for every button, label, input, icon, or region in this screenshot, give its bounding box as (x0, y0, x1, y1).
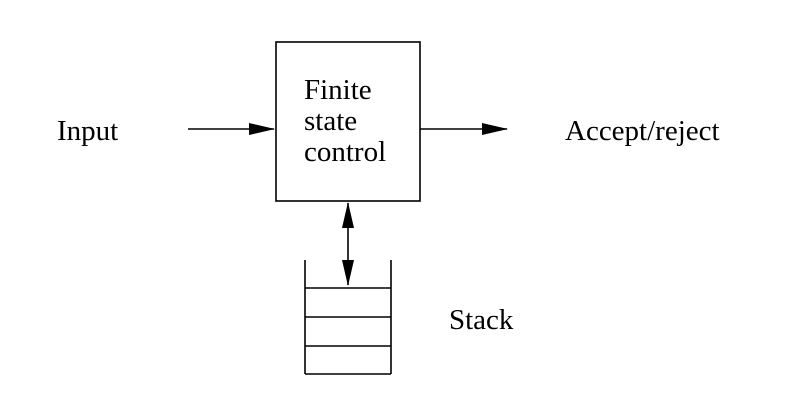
stack-label: Stack (449, 304, 514, 336)
accept-reject-label: Accept/reject (565, 115, 720, 147)
control-label-line: Finite (304, 74, 372, 106)
finite-state-control-box (275, 41, 421, 202)
control-label-line: control (304, 136, 387, 168)
stack (304, 260, 392, 375)
control-label-line: state (304, 105, 358, 137)
input-label: Input (57, 115, 119, 147)
finite-state-control-label: Finite state control (304, 75, 386, 168)
